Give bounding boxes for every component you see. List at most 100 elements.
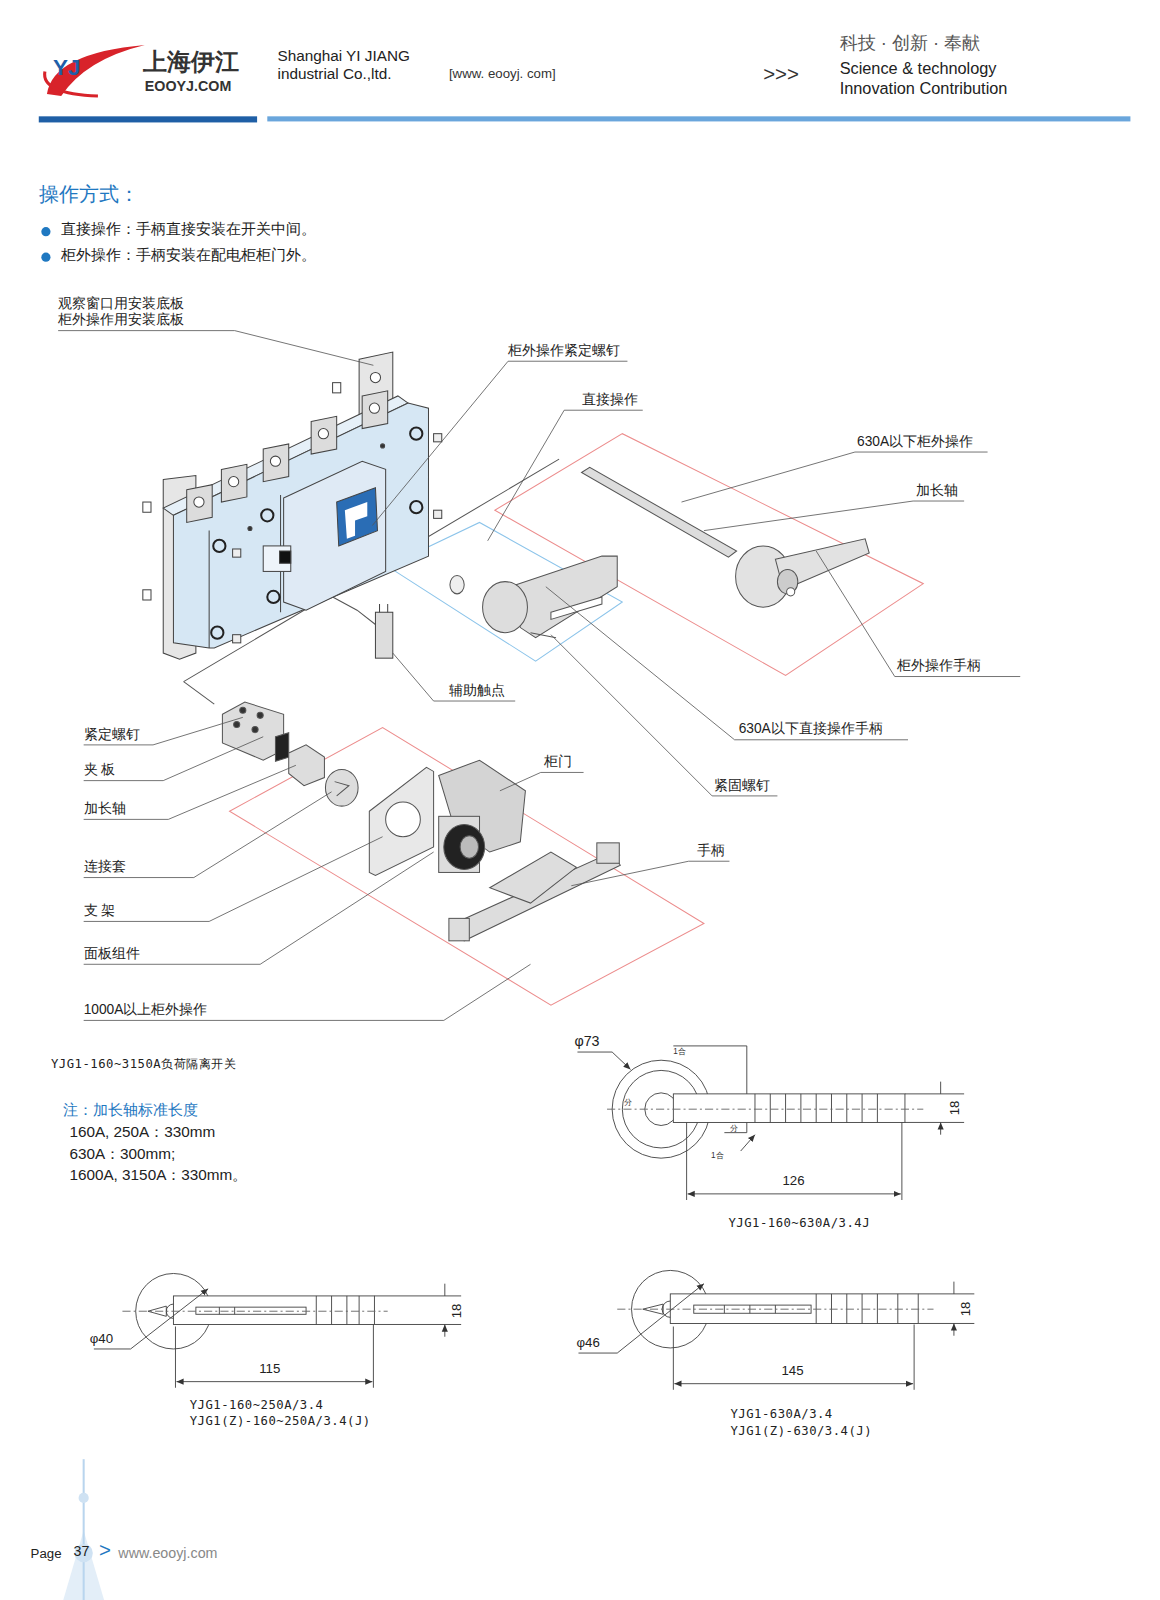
slogan-en: Science & technology Innovation Contribu… bbox=[840, 59, 1039, 98]
header-arrows: >>> bbox=[763, 62, 799, 86]
part-label: 连接套 bbox=[84, 859, 126, 876]
direct-handle bbox=[450, 556, 617, 638]
handle-drawing-630-part bbox=[687, 1122, 902, 1200]
direct-handle-part bbox=[531, 633, 557, 638]
handle-drawing-630 bbox=[577, 1046, 964, 1200]
dimension: 115 bbox=[259, 1361, 280, 1377]
header-graphics-part bbox=[267, 116, 1130, 121]
switch-body-part bbox=[143, 502, 151, 512]
switch-body-part bbox=[263, 444, 289, 482]
bullet-text: 直接操作：手柄直接安装在开关中间。 bbox=[61, 220, 316, 238]
leader-lines-part bbox=[682, 452, 988, 502]
leader-lines-part bbox=[84, 964, 531, 1020]
part-label: 630A以下直接操作手柄 bbox=[739, 721, 883, 738]
switch-body-part bbox=[337, 488, 378, 546]
dimension: 126 bbox=[783, 1173, 805, 1189]
external-handle-large bbox=[222, 702, 620, 941]
part-label: 加长轴 bbox=[916, 483, 958, 500]
handle-drawing-630b-part bbox=[918, 1294, 974, 1324]
part-label: 支 架 bbox=[84, 903, 116, 920]
leader-lines-part bbox=[84, 717, 243, 745]
external-handle-small-part bbox=[582, 467, 737, 557]
note-text: 630A：300mm; bbox=[69, 1145, 175, 1163]
leader-lines-part bbox=[84, 765, 296, 819]
page-word: Page bbox=[31, 1546, 62, 1562]
part-label: 面板组件 bbox=[84, 946, 140, 963]
switch-body-part bbox=[187, 485, 213, 523]
handle-drawing-250-part bbox=[219, 1296, 359, 1325]
external-handle-large-part bbox=[240, 707, 246, 713]
handle-drawing-250-part bbox=[374, 1296, 461, 1325]
dimension: 18 bbox=[947, 1101, 963, 1116]
switch-body-part bbox=[381, 444, 385, 448]
switch-body-part bbox=[233, 635, 241, 643]
footer-tower-part bbox=[83, 1459, 85, 1600]
company-name-en: Shanghai YI JIANG industrial Co.,ltd. bbox=[278, 47, 433, 84]
part-label: 直接操作 bbox=[582, 392, 638, 409]
switch-body-part bbox=[261, 509, 273, 521]
switch-body-part bbox=[229, 477, 239, 487]
footer-arrow: > bbox=[99, 1538, 111, 1562]
slogan: 科技 · 创新 · 奉献 bbox=[840, 32, 981, 54]
dimension: φ73 bbox=[574, 1033, 599, 1050]
footer-url: www.eooyj.com bbox=[118, 1545, 217, 1562]
external-handle-large-part bbox=[252, 727, 258, 733]
switch-body-part bbox=[333, 383, 341, 393]
external-handle-large-part bbox=[460, 836, 478, 858]
switch-body-part bbox=[267, 591, 279, 603]
handle-drawing-630b-part bbox=[953, 1282, 954, 1336]
direct-handle-part bbox=[551, 597, 602, 619]
switch-body-part bbox=[248, 527, 252, 531]
leader-lines-part bbox=[84, 737, 264, 781]
handle-drawing-630-part bbox=[940, 1082, 941, 1135]
part-label: 柜门 bbox=[544, 754, 572, 771]
handle-drawing-630-part bbox=[741, 1135, 755, 1151]
aux-contact-part bbox=[375, 612, 392, 658]
switch-body-part bbox=[345, 502, 367, 539]
part-label: 紧固螺钉 bbox=[714, 778, 770, 795]
switch-body-part bbox=[410, 428, 422, 440]
dimension: 18 bbox=[449, 1304, 465, 1319]
leader-lines-part bbox=[58, 331, 373, 366]
external-handle-large-part bbox=[490, 852, 577, 903]
bullet-text: 柜外操作：手柄安装在配电柜柜门外。 bbox=[61, 246, 316, 264]
handle-drawing-630-part bbox=[577, 1052, 630, 1069]
page-number: 37 bbox=[73, 1543, 89, 1560]
leader-lines-part bbox=[551, 635, 777, 796]
part-label: 紧定螺钉 bbox=[84, 727, 140, 744]
frame-lines-part bbox=[184, 682, 215, 704]
company-domain: EOOYJ.COM bbox=[145, 78, 231, 95]
header-graphics-part bbox=[47, 45, 145, 96]
switch-body-part bbox=[143, 590, 151, 600]
part-label: 1000A以上柜外操作 bbox=[84, 1002, 208, 1019]
part-label: 手柄 bbox=[697, 843, 725, 860]
leader-lines-part bbox=[488, 410, 643, 541]
handle-drawing-250-part bbox=[175, 1324, 373, 1387]
model-label: YJG1(Z)-160~250A/3.4(J) bbox=[190, 1414, 371, 1429]
switch-body-part bbox=[270, 456, 280, 466]
dimension: 145 bbox=[781, 1363, 803, 1379]
part-label: 加长轴 bbox=[84, 801, 126, 818]
leader-lines-part bbox=[393, 653, 515, 701]
switch-body-part bbox=[213, 540, 225, 552]
leader-lines-part bbox=[704, 501, 964, 531]
external-handle-large-part bbox=[335, 782, 349, 796]
note-heading: 注：加长轴标准长度 bbox=[63, 1101, 198, 1119]
external-handle-small bbox=[582, 467, 870, 607]
part-label: 柜外操作紧定螺钉 bbox=[508, 343, 620, 360]
leader-lines-part bbox=[84, 852, 434, 964]
footer-tower bbox=[63, 1459, 104, 1600]
dimension: φ40 bbox=[90, 1331, 113, 1347]
leader-lines bbox=[58, 331, 1020, 1021]
section-title: 操作方式： bbox=[39, 182, 139, 206]
model-label: YJG1(Z)-630/3.4(J) bbox=[730, 1424, 872, 1439]
handle-drawing-250-part bbox=[176, 1381, 372, 1382]
switch-body-part bbox=[173, 403, 428, 648]
external-handle-large-part bbox=[257, 712, 263, 718]
leader-lines-part bbox=[372, 361, 627, 525]
switch-body-part bbox=[311, 416, 337, 454]
position-mark: 分 bbox=[730, 1124, 738, 1134]
part-label: 观察窗口用安装底板 bbox=[58, 296, 184, 313]
direct-handle-part bbox=[483, 582, 528, 633]
